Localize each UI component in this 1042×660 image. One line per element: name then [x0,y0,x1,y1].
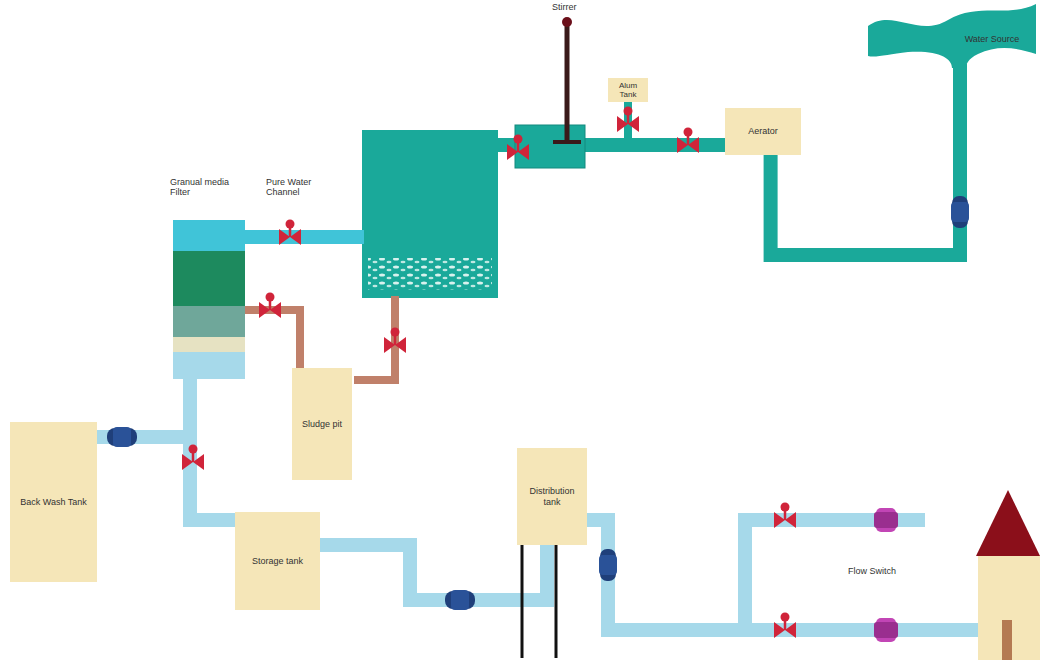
node-text: Aerator [748,126,778,136]
alum-tank: Alum Tank [608,78,648,102]
water-pipe [771,64,960,255]
filter-label: Granual media Filter [170,177,232,198]
channel-label: Pure Water Channel [266,177,322,198]
flow-switch-label: Flow Switch [848,566,918,576]
backwash-tank: Back Wash Tank [10,422,97,582]
node-text: Storage tank [252,556,303,566]
stirrer-label: Stirrer [552,2,592,12]
aerator-box: Aerator [725,108,801,155]
water-source: Water Source [868,4,1036,68]
node-text: Water Source [965,34,1020,44]
water-pipe [320,545,547,600]
node-text: Alum Tank [611,81,645,99]
distribution-tank: Distribution tank [517,448,587,545]
node-text: Back Wash Tank [20,497,87,507]
node-text: Sludge pit [302,419,342,429]
storage-tank: Storage tank [235,512,320,610]
node-text: Distribution tank [520,486,584,507]
sludge-pit: Sludge pit [292,368,352,480]
